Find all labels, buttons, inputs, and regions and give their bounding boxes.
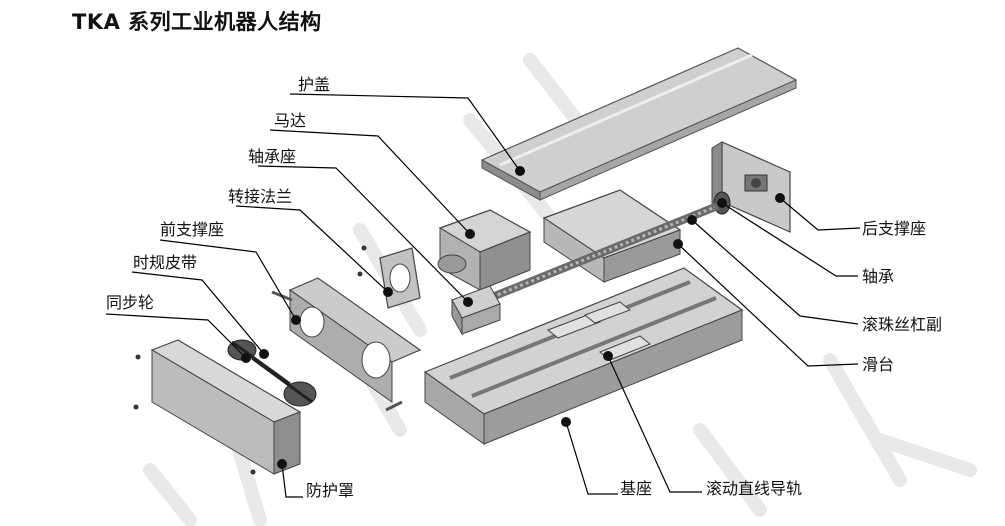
cover-part	[480, 47, 798, 201]
label-adapter-flange: 转接法兰	[228, 187, 293, 206]
label-rear-support: 后支撑座	[862, 219, 927, 238]
label-bearing-housing: 轴承座	[248, 147, 297, 166]
protective-cover-part	[133, 339, 302, 475]
label-bearing: 轴承	[862, 267, 895, 286]
label-slide-table: 滑台	[862, 355, 895, 374]
label-motor: 马达	[274, 111, 307, 130]
bearing-housing-part	[451, 285, 501, 336]
motor-part	[437, 209, 532, 291]
label-ball-screw: 滚珠丝杠副	[862, 315, 943, 334]
callout-dots	[241, 166, 785, 469]
rear-support-part	[711, 141, 791, 233]
base-part	[423, 267, 744, 445]
label-cover: 护盖	[298, 75, 331, 94]
label-linear-guide: 滚动直线导轨	[706, 479, 803, 498]
front-support-plate-part	[271, 277, 422, 412]
ball-screw-part	[466, 203, 719, 310]
label-protective-cover: 防护罩	[306, 481, 355, 500]
leader-lines	[105, 93, 861, 498]
diagram-title: TKA 系列工业机器人结构	[72, 10, 322, 34]
label-timing-belt: 时规皮带	[133, 253, 198, 272]
label-front-support: 前支撑座	[160, 220, 225, 239]
slide-table-part	[542, 189, 682, 283]
label-base: 基座	[620, 479, 653, 498]
label-synchronous-wheel: 同步轮	[106, 293, 155, 312]
